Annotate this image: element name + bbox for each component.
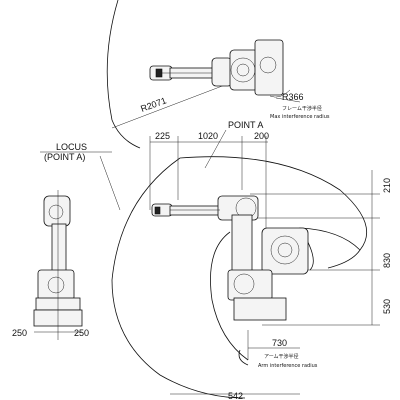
dim-542: 542 [228, 391, 243, 400]
frame-interference-jp: フレーム干渉半径 [282, 105, 322, 112]
dim-210: 210 [382, 178, 392, 193]
locus-leader [99, 155, 121, 211]
dim-530: 530 [382, 299, 392, 314]
locus-title: LOCUS [56, 142, 87, 152]
point-a-label: POINT A [228, 120, 263, 130]
dim-1020: 1020 [198, 131, 218, 141]
inner-locus-arc [210, 231, 249, 361]
right-dimensions: 210 830 530 [250, 170, 392, 326]
dim-730: 730 [272, 338, 287, 348]
frame-interference-en: Max interference radius [270, 114, 330, 120]
robot-side-view [151, 195, 309, 321]
left-dim-250-b: 250 [74, 328, 89, 338]
dim-225: 225 [155, 131, 170, 141]
top-locus-arc [106, 0, 141, 149]
point-a-leader [204, 129, 227, 169]
frame-radius-leader [275, 97, 301, 103]
r2071-leader [111, 79, 239, 129]
small-inner-arc [238, 349, 249, 366]
dim-830: 830 [382, 253, 392, 268]
arm-interference-jp: アーム干渉半径 [264, 353, 299, 360]
locus-subtitle: (POINT A) [44, 152, 85, 162]
robot-top-view [149, 39, 284, 96]
lower-locus-arc [111, 157, 246, 399]
left-dim-250-a: 250 [12, 328, 27, 338]
robot-front-view [33, 190, 83, 340]
bottom-dimensions: 730 542 [170, 330, 300, 400]
arm-interference-en: Arm interference radius [258, 363, 318, 369]
dim-200: 200 [254, 131, 269, 141]
top-radius-label: R2071 [139, 95, 167, 113]
frame-radius-label: R366 [282, 92, 304, 102]
frame-radius-arc [269, 89, 291, 98]
